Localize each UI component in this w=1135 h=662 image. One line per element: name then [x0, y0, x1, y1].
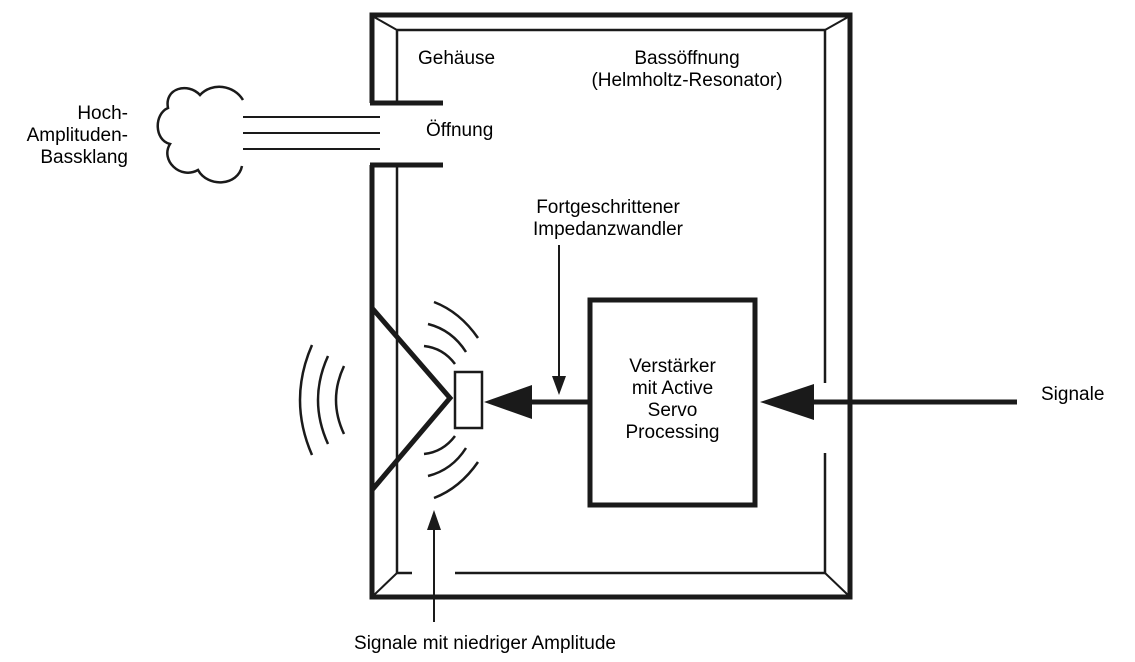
amplifier-label-line2: mit Active	[631, 378, 714, 399]
bass-port-label-line2: (Helmholtz-Resonator)	[591, 70, 783, 91]
opening-label: Öffnung	[426, 120, 494, 141]
speaker-cone	[370, 306, 454, 492]
converter-label-line1: Fortgeschrittener	[536, 197, 680, 218]
amplifier-label-line4: Processing	[625, 422, 720, 443]
corner-bevel-top-right	[824, 16, 849, 31]
bass-sound-label-line3: Bassklang	[40, 147, 128, 168]
bass-sound-label: Hoch- Amplituden- Bassklang	[8, 103, 128, 169]
bass-cloud-icon	[156, 85, 245, 184]
sound-waves-upper	[423, 300, 480, 365]
bass-port-label: Bassöffnung (Helmholtz-Resonator)	[562, 48, 812, 92]
bass-port-label-line1: Bassöffnung	[634, 48, 740, 69]
input-signal-label: Signale	[1041, 384, 1105, 405]
amplifier-label-line1: Verstärker	[629, 356, 716, 377]
sound-waves-lower	[423, 435, 480, 500]
driver-arrowhead	[484, 385, 532, 419]
corner-bevel-bottom-right	[824, 572, 849, 596]
bass-sound-label-line2: Amplituden-	[26, 125, 128, 146]
sound-waves-left	[298, 344, 346, 456]
enclosure-outer-wall	[369, 12, 853, 600]
converter-label: Fortgeschrittener Impedanzwandler	[498, 197, 718, 241]
amplifier-label-line3: Servo	[647, 400, 698, 421]
input-arrowhead	[760, 384, 814, 420]
converter-arrowhead	[552, 376, 566, 395]
bass-sound-label-line1: Hoch-	[77, 103, 128, 124]
bass-sound-lines	[243, 116, 380, 150]
speaker-driver	[453, 370, 484, 430]
amplifier-label: Verstärker mit Active Servo Processing	[592, 356, 753, 444]
converter-label-line2: Impedanzwandler	[533, 219, 683, 240]
housing-label: Gehäuse	[418, 48, 496, 69]
low-amplitude-arrowhead	[427, 510, 441, 530]
low-amplitude-label: Signale mit niedriger Amplitude	[354, 633, 616, 654]
corner-bevel-bottom-left	[373, 572, 398, 596]
corner-bevel-top-left	[373, 16, 398, 31]
